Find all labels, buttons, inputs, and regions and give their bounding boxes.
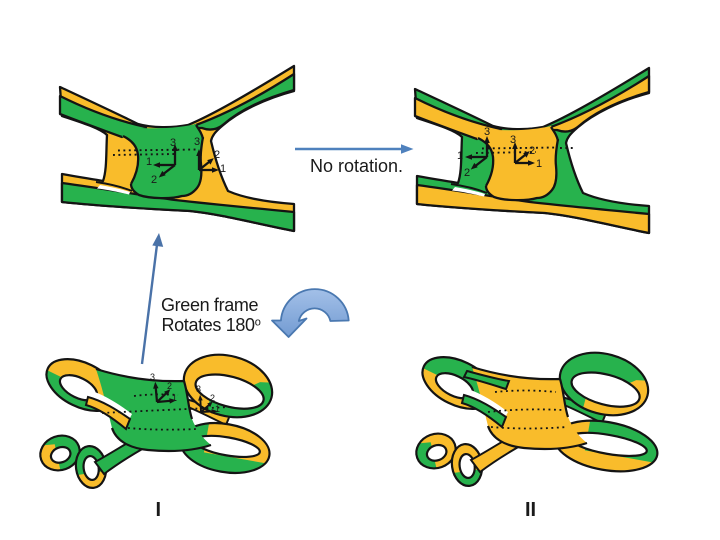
svg-text:I: I xyxy=(156,499,162,521)
svg-text:2: 2 xyxy=(210,393,215,403)
svg-text:II: II xyxy=(525,499,536,521)
svg-text:3: 3 xyxy=(510,134,516,146)
svg-text:2: 2 xyxy=(529,145,535,157)
svg-text:Rotates 180o: Rotates 180o xyxy=(162,315,261,335)
svg-text:3: 3 xyxy=(196,384,201,394)
svg-text:2: 2 xyxy=(167,381,172,391)
svg-text:1: 1 xyxy=(457,150,463,162)
svg-text:1: 1 xyxy=(215,404,220,414)
svg-text:3: 3 xyxy=(194,136,200,148)
svg-text:Green frame: Green frame xyxy=(161,295,259,315)
svg-text:2: 2 xyxy=(464,167,470,179)
svg-text:3: 3 xyxy=(150,372,155,382)
svg-text:1: 1 xyxy=(220,163,226,175)
svg-text:No rotation.: No rotation. xyxy=(310,156,403,176)
svg-text:2: 2 xyxy=(151,174,157,186)
svg-text:2: 2 xyxy=(214,149,220,161)
svg-text:3: 3 xyxy=(170,137,176,149)
svg-text:1: 1 xyxy=(146,156,152,168)
svg-text:1: 1 xyxy=(172,393,177,403)
svg-text:3: 3 xyxy=(484,126,490,138)
svg-text:1: 1 xyxy=(536,158,542,170)
